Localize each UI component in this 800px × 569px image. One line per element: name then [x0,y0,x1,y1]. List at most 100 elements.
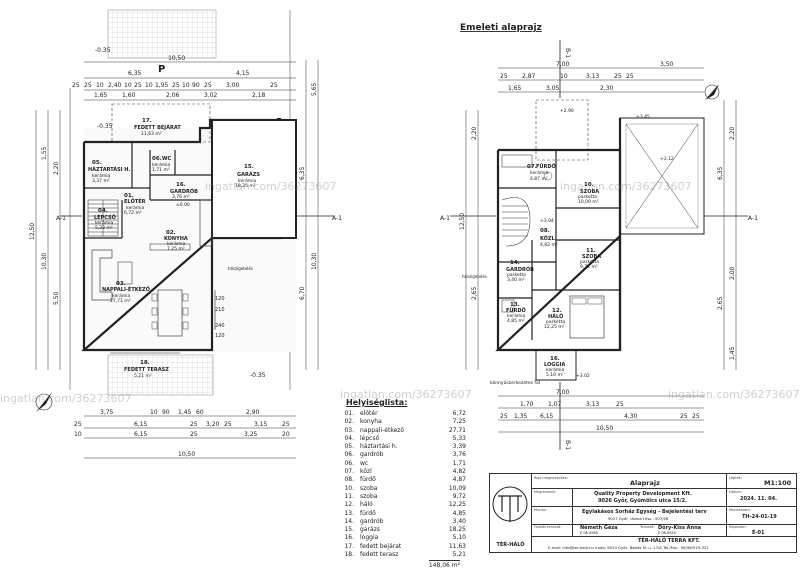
upper-floor-plan: Emeleti alaprajz [440,23,758,450]
svg-text:4,82 m²: 4,82 m² [540,242,558,248]
svg-text:parketta: parketta [580,259,599,265]
svg-text:4,85 m²: 4,85 m² [507,318,525,324]
svg-text:ELŐTÉR: ELŐTÉR [124,197,146,205]
svg-text:2,65: 2,65 [471,286,478,300]
room-label-12: 12. HÁLÓ parketta 12,25 m² [544,308,565,330]
svg-text:25: 25 [204,82,212,89]
svg-text:2,65: 2,65 [717,296,724,310]
ground-floor-plan: P [29,9,342,459]
room-label-11: 11. SZOBA parketta 9,72 m² [580,248,601,270]
drawing-number: É-01 [752,530,765,536]
washbasin [543,171,553,181]
svg-text:A-1: A-1 [332,215,342,222]
room-label-05: 05. HÁZTARTÁSI H. kerámia 3,37 m² [88,160,130,184]
facade-note: könnyűszerkezetes fal [490,380,540,386]
svg-text:13.: 13. [510,302,520,308]
svg-text:10,50: 10,50 [178,451,195,458]
svg-text:LOGGIA: LOGGIA [544,362,565,368]
svg-text:25: 25 [72,82,80,89]
svg-text:210: 210 [215,307,225,313]
north-arrow-icon [35,392,53,412]
schedule-room-name: loggia [360,534,379,542]
svg-text:6,15: 6,15 [134,431,148,438]
designer-reg: É 08-0645 [658,531,676,535]
svg-text:2,40: 2,40 [108,82,122,89]
svg-text:kerámia: kerámia [238,177,256,184]
svg-text:03.: 03. [116,281,126,287]
lead-designer-reg: É 08-0985 [580,531,598,535]
svg-text:25: 25 [500,73,508,80]
bed [569,295,605,339]
svg-text:25: 25 [282,421,290,428]
svg-text:20: 20 [282,431,290,438]
svg-text:10.: 10. [584,182,594,188]
schedule-room-name: lépcső [360,434,380,442]
schedule-room-number: 01. [344,410,354,417]
svg-text:-0.35: -0.35 [250,372,266,379]
svg-text:GARDRÓB: GARDRÓB [170,188,198,195]
svg-text:HÁLÓ: HÁLÓ [548,313,563,320]
svg-text:1,95: 1,95 [155,82,169,89]
svg-text:2,20: 2,20 [729,126,736,140]
kitchen-counter [199,199,213,247]
upper-canopy [535,99,589,161]
label-lead-designer: Felelős tervező: [534,525,562,529]
svg-text:2,90: 2,90 [246,409,260,416]
svg-text:25: 25 [224,421,232,428]
upper-bottom-dimensions: 7,00 1,70 1,07 3,13 25 25 1,35 6,15 4,30… [498,389,704,433]
svg-text:9,72 m²: 9,72 m² [580,264,598,270]
schedule-room-number: 03. [344,426,354,434]
title-block: TÉR-HÁLÓ Rajz megnevezése: Alaprajz Lépt… [489,473,797,553]
svg-text:10: 10 [74,431,82,438]
level-loggia: +3.02 [576,373,590,379]
svg-text:2,20: 2,20 [53,161,60,175]
firm-logo: TÉR-HÁLÓ [490,474,532,552]
schedule-room-name: szoba [360,484,378,492]
svg-text:B-1: B-1 [564,440,571,450]
svg-text:1,60: 1,60 [122,92,136,99]
svg-text:25: 25 [500,413,508,420]
svg-text:27,71 m²: 27,71 m² [110,298,131,304]
svg-text:10,50: 10,50 [168,55,185,62]
svg-text:11.: 11. [586,248,596,254]
svg-text:3,37 m²: 3,37 m² [92,178,110,184]
schedule-room-area: 3,76 [452,451,466,459]
job-number: TH-24-01-19 [742,514,777,520]
svg-text:25: 25 [616,401,624,408]
ground-windows [110,290,216,354]
svg-text:3,00: 3,00 [226,82,240,89]
svg-text:NAPPALI-ÉTKEZŐ: NAPPALI-ÉTKEZŐ [102,285,150,293]
client-name: Quality Property Development Kft. [594,491,692,497]
svg-text:5,33 m²: 5,33 m² [95,225,113,231]
svg-text:02.: 02. [166,230,176,236]
svg-text:5,65: 5,65 [311,82,318,96]
svg-text:5,10 m²: 5,10 m² [546,372,564,378]
upper-inner-walls [498,150,620,340]
label-designer: Tervező: [640,525,655,529]
svg-text:12.: 12. [552,308,562,314]
room-label-13: 13. FÜRDŐ kerámia 4,85 m² [506,302,526,324]
floor-plan-drawing: P [29,9,758,459]
svg-text:17.: 17. [142,118,152,124]
svg-text:7,00: 7,00 [556,389,570,396]
svg-text:kerámia: kerámia [112,292,130,299]
svg-text:11,63 m²: 11,63 m² [141,131,162,137]
schedule-room-area: 9,72 [452,492,466,500]
parking-paving [107,9,217,59]
label-date: Dátum: [729,490,743,494]
svg-text:GARDRÓB: GARDRÓB [506,266,534,273]
svg-text:HÁZTARTÁSI H.: HÁZTARTÁSI H. [88,166,130,173]
svg-text:SZOBA: SZOBA [582,254,601,260]
schedule-room-name: háztartási h. [360,443,398,451]
svg-text:A-1: A-1 [440,215,450,222]
section-marker-upper-left: A-1 [440,215,496,222]
svg-text:10,30: 10,30 [311,253,318,270]
svg-text:12,25 m²: 12,25 m² [544,324,565,330]
svg-text:3,40 m²: 3,40 m² [507,277,525,283]
svg-text:10,09 m²: 10,09 m² [578,199,599,205]
